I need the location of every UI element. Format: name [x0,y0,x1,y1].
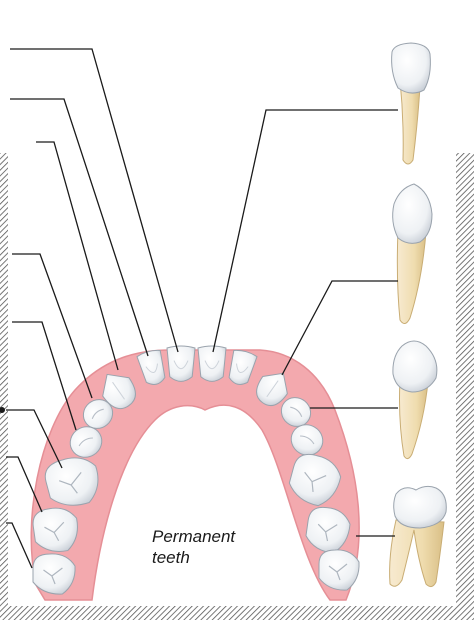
gum-arch [30,349,360,601]
third-molar-left-tooth [32,553,76,595]
first-molar-right-tooth [288,453,342,507]
caption: Permanent teeth [152,526,262,568]
first-premolar-right-tooth [280,397,312,427]
side-teeth-group [389,42,447,588]
second-molar-right-tooth [305,506,351,554]
central-incisor-right-tooth [197,345,227,382]
lateral-incisor-left-tooth [136,349,166,385]
leader-line-incisor-side [212,109,398,353]
side-canine-tooth [392,183,433,324]
second-molar-left-tooth [32,507,78,552]
hatched-frame [0,153,474,620]
side-molar-tooth [389,485,447,588]
side-premolar-tooth [392,340,438,460]
lateral-incisor-right-tooth [228,349,258,385]
caption-line-1: Permanent [152,527,236,546]
leader-line-lateral-incisor [10,98,149,357]
leader-line-canine-side [281,280,398,376]
leader-lines [6,48,398,569]
caption-line-2: teeth [152,548,190,567]
leader-line-central-incisor [10,48,179,353]
central-incisor-left-tooth [166,345,196,382]
leader-line-second-molar [6,456,43,513]
canine-right-tooth [256,372,288,406]
leader-line-second-premolar [12,321,77,431]
first-premolar-left-tooth [82,399,114,429]
side-incisor-tooth [391,42,431,165]
arch-teeth-group [32,345,360,595]
third-molar-right-tooth [318,549,360,591]
second-premolar-left-tooth [69,426,103,458]
label-dot [0,407,5,413]
leader-line-first-molar [6,409,63,469]
leader-line-first-premolar [12,253,93,399]
leader-line-canine [36,141,119,371]
leader-line-third-molar [6,522,33,569]
second-premolar-right-tooth [290,424,324,456]
first-molar-left-tooth [44,457,99,506]
